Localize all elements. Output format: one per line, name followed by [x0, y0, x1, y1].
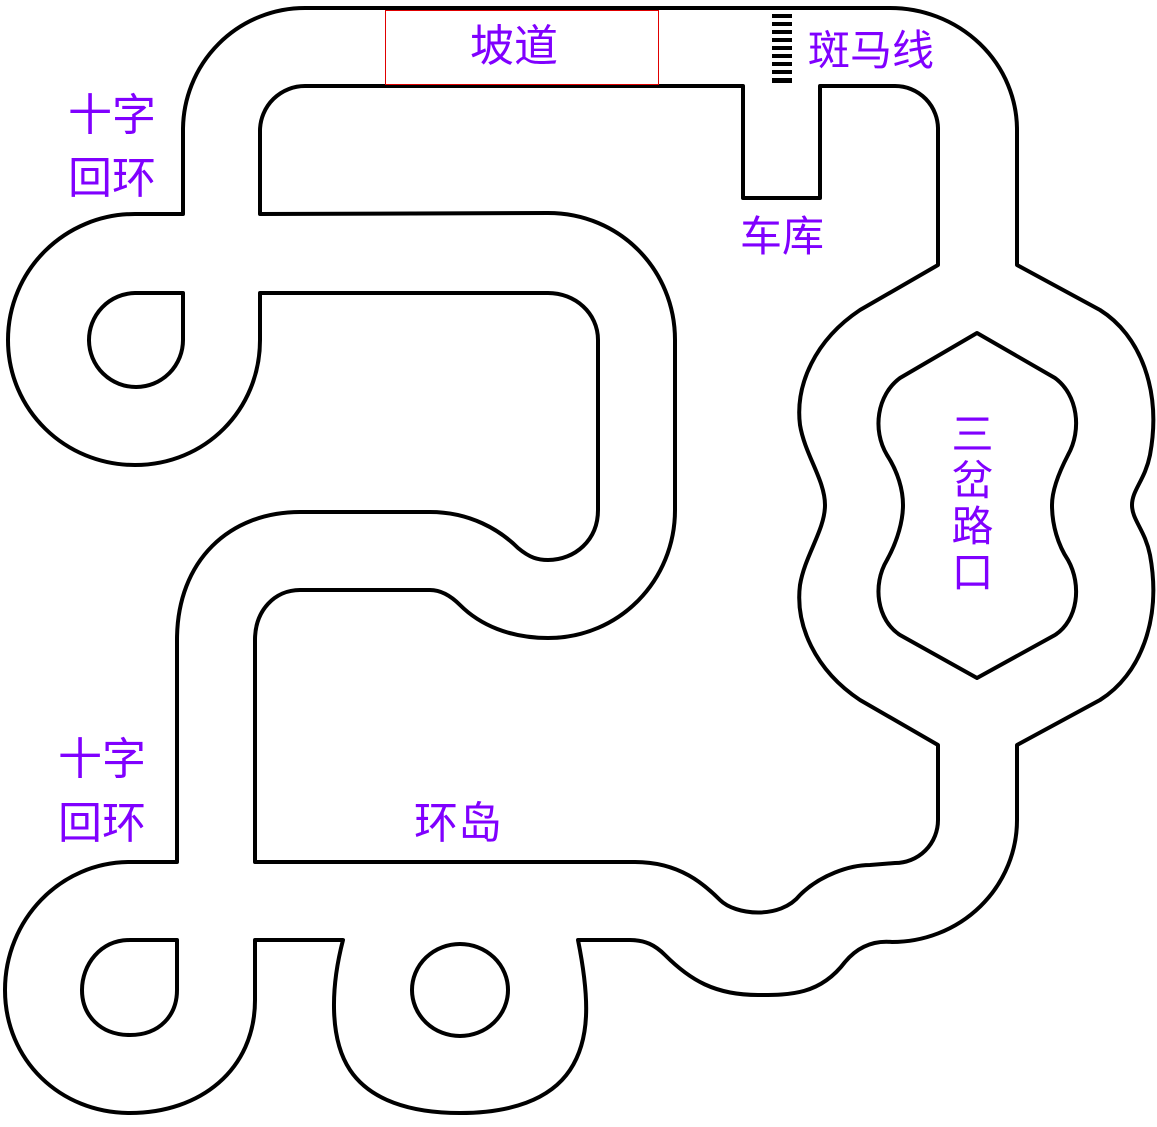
- crossroad-loop-top-label-line1: 十字: [68, 90, 156, 141]
- roundabout-island: [410, 942, 510, 1038]
- track-inner-boundary: [253, 84, 941, 915]
- track-outer-boundary: [3, 6, 1156, 1115]
- loop-hole-bottom-left: [80, 938, 179, 1037]
- crossroad-loop-bottom-label-line1: 十字: [58, 734, 146, 785]
- roundabout-label: 环岛: [414, 798, 502, 849]
- crossroad-loop-top-label-line2: 回环: [68, 153, 156, 204]
- zebra-crossing-stripes: [772, 14, 792, 83]
- three-way-junction-label: 三岔路口: [945, 412, 994, 596]
- garage-label: 车库: [740, 212, 825, 261]
- ramp-label: 坡道: [470, 21, 558, 72]
- crossroad-loop-bottom-label-line2: 回环: [58, 798, 146, 849]
- zebra-crossing-label: 斑马线: [808, 26, 935, 75]
- junction-island: [876, 331, 1079, 680]
- loop-hole-top-left: [87, 291, 185, 389]
- ramp-highlight-box: [385, 10, 659, 85]
